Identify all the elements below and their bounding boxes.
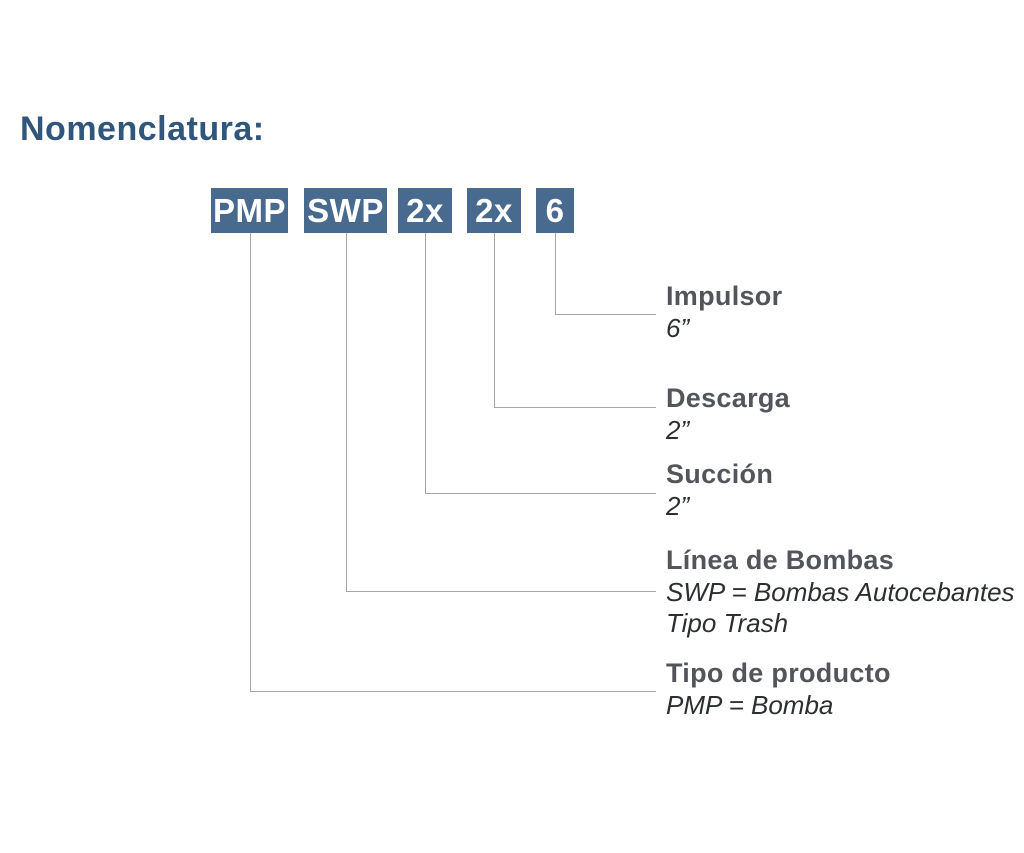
- code-box-suction-size: 2x: [398, 188, 452, 233]
- annotation-succion: Succión 2”: [666, 458, 773, 522]
- annotation-title: Impulsor: [666, 281, 783, 311]
- connector-line-tipo-de-producto: [250, 233, 656, 692]
- annotation-title: Tipo de producto: [666, 658, 891, 688]
- annotation-value: 2”: [666, 415, 690, 445]
- annotation-value: Tipo Trash: [666, 608, 789, 638]
- annotation-title: Succión: [666, 459, 774, 489]
- code-box-pmp: PMP: [211, 188, 288, 233]
- connector-line-succion: [425, 233, 656, 494]
- page-title: Nomenclatura:: [20, 110, 265, 148]
- annotation-descarga: Descarga 2”: [666, 382, 790, 446]
- annotation-title: Descarga: [666, 383, 790, 413]
- annotation-impulsor: Impulsor 6”: [666, 280, 782, 344]
- annotation-linea-de-bombas: Línea de Bombas SWP = Bombas Autocebante…: [666, 544, 1015, 639]
- annotation-tipo-de-producto: Tipo de producto PMP = Bomba: [666, 657, 891, 721]
- code-box-discharge-size: 2x: [467, 188, 521, 233]
- connector-line-descarga: [494, 233, 656, 408]
- annotation-title: Línea de Bombas: [666, 545, 895, 575]
- annotation-value: 6”: [666, 313, 690, 343]
- connector-line-impulsor: [555, 233, 656, 315]
- code-box-swp: SWP: [304, 188, 387, 233]
- code-box-impeller-size: 6: [536, 188, 574, 233]
- annotation-value: PMP = Bomba: [666, 690, 834, 720]
- annotation-value: 2”: [666, 491, 690, 521]
- annotation-value: SWP = Bombas Autocebantes: [666, 577, 1015, 607]
- connector-line-linea-de-bombas: [346, 233, 656, 592]
